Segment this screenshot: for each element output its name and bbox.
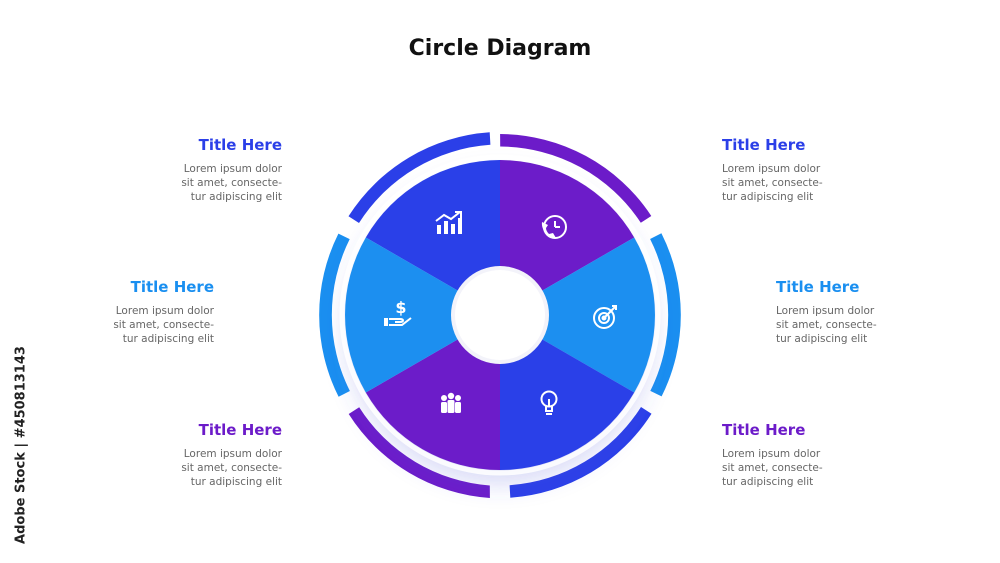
label-title: Title Here: [776, 278, 860, 296]
segment-growth: [365, 160, 500, 315]
label-target: Title Here Lorem ipsum dolor sit amet, c…: [776, 278, 976, 346]
label-finance: Title Here Lorem ipsum dolor sit amet, c…: [14, 278, 214, 346]
label-title: Title Here: [130, 278, 214, 296]
stock-watermark: Adobe Stock | #450813143: [13, 346, 29, 544]
label-idea: Title Here Lorem ipsum dolor sit amet, c…: [722, 421, 922, 489]
target-icon: [593, 305, 617, 329]
outer-ring: [319, 132, 681, 498]
pie-rim: [339, 154, 661, 476]
growth-chart-icon: [435, 211, 462, 234]
label-desc: Lorem ipsum dolor sit amet, consecte- tu…: [181, 163, 282, 203]
ring-arc-bottom-right: [509, 407, 652, 498]
label-growth: Title Here Lorem ipsum dolor sit amet, c…: [82, 136, 282, 204]
ring-arc-top-right: [500, 134, 652, 223]
label-desc: Lorem ipsum dolor sit amet, consecte- tu…: [113, 305, 214, 345]
svg-text:$: $: [395, 298, 406, 317]
label-title: Title Here: [198, 136, 282, 154]
label-team: Title Here Lorem ipsum dolor sit amet, c…: [82, 421, 282, 489]
lightbulb-icon: [540, 390, 558, 415]
ring-arc-top-left: [348, 132, 491, 223]
segment-target: [500, 237, 655, 393]
label-desc: Lorem ipsum dolor sit amet, consecte- tu…: [722, 163, 823, 203]
segment-team: [365, 315, 500, 470]
segment-time: [500, 160, 635, 315]
phone-clock-icon: [541, 215, 567, 239]
ring-arc-right: [650, 233, 681, 397]
segment-idea: [500, 315, 635, 470]
label-title: Title Here: [198, 421, 282, 439]
segment-finance: [345, 237, 500, 393]
label-time: Title Here Lorem ipsum dolor sit amet, c…: [722, 136, 922, 204]
label-title: Title Here: [722, 136, 806, 154]
center-hole-inner: [455, 270, 545, 360]
ring-arc-left: [319, 233, 350, 397]
label-desc: Lorem ipsum dolor sit amet, consecte- tu…: [722, 448, 823, 488]
label-desc: Lorem ipsum dolor sit amet, consecte- tu…: [776, 305, 877, 345]
dollar-hand-icon: $: [384, 298, 412, 326]
ring-arc-bottom-left: [348, 407, 490, 498]
label-title: Title Here: [722, 421, 806, 439]
diagram-title: Circle Diagram: [408, 36, 592, 61]
pie: [345, 160, 655, 470]
label-desc: Lorem ipsum dolor sit amet, consecte- tu…: [181, 448, 282, 488]
team-icon: [441, 392, 461, 413]
